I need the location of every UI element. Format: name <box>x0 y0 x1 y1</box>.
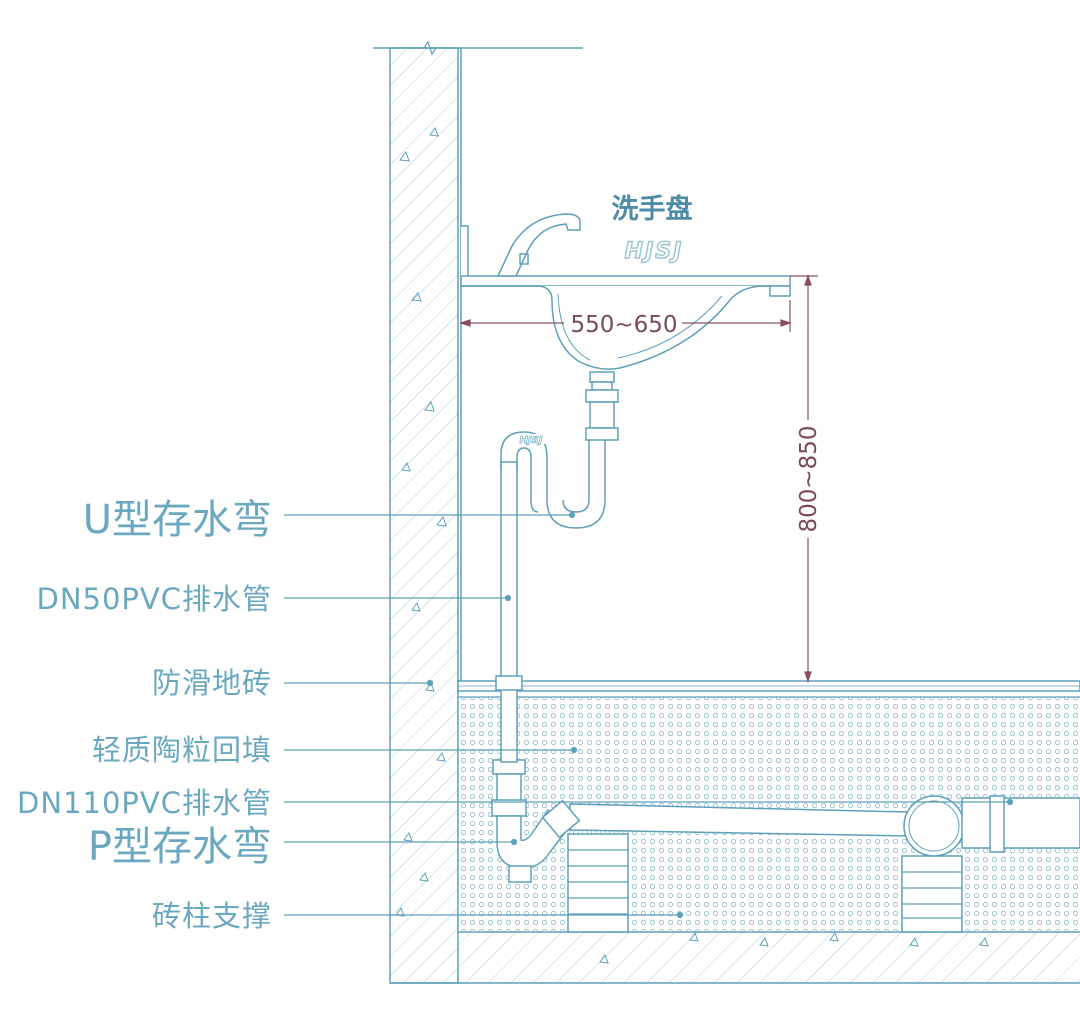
dimension-basin-width <box>459 300 792 332</box>
label-dn110-pipe: DN110PVC排水管 <box>17 786 272 820</box>
dimension-basin-width-label: 550~650 <box>570 312 677 338</box>
label-p-trap: P型存水弯 <box>88 824 272 870</box>
fixture-title: 洗手盘 <box>612 193 693 225</box>
label-brick-support: 砖柱支撑 <box>152 899 272 933</box>
u-trap-pipe: HJSJ <box>500 431 606 529</box>
faucet <box>496 213 581 277</box>
label-dn50-pipe: DN50PVC排水管 <box>36 582 272 616</box>
p-trap-pipe <box>491 759 581 883</box>
logo-mark-small: HJSJ <box>519 435 542 446</box>
basin-drain-fittings <box>585 371 619 441</box>
dn110-horizontal-pipe <box>569 795 1080 857</box>
label-u-trap: U型存水弯 <box>83 497 272 543</box>
dn50-vertical-pipe <box>495 461 523 763</box>
dimension-basin-height <box>790 274 818 683</box>
wash-basin <box>460 225 791 370</box>
leader-lines <box>284 511 1014 919</box>
dimension-basin-height-label: 800~850 <box>796 425 822 532</box>
brick-pier-right <box>901 855 963 933</box>
label-floor-tile: 防滑地砖 <box>152 666 272 700</box>
floor-tile-layer <box>457 680 1080 692</box>
logo-mark: HJSJ <box>625 239 684 264</box>
floor-slab <box>390 931 1080 984</box>
label-backfill: 轻质陶粒回填 <box>92 733 272 767</box>
brick-pier-left <box>567 833 629 933</box>
